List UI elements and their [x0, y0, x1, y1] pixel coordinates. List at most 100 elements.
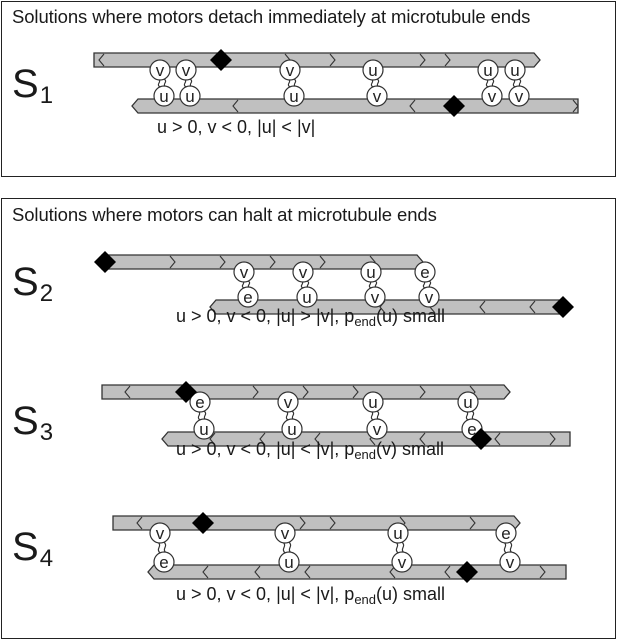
polarity-chevron — [319, 255, 326, 269]
condition-text: u > 0, v < 0, |u| < |v|, pend(v) small — [176, 439, 444, 462]
motor-pair: ue — [457, 391, 483, 440]
polarity-chevron — [209, 432, 216, 446]
motor-pair: uv — [387, 522, 413, 573]
motor-label-top: u — [483, 61, 492, 80]
motor-label-top: u — [368, 393, 377, 412]
motor-head-top — [274, 522, 296, 544]
condition-subscript: end — [354, 447, 376, 462]
motor-label-top: v — [156, 61, 165, 80]
motor-label-top: v — [182, 61, 191, 80]
motor-head-top — [362, 391, 384, 413]
polarity-chevron — [259, 432, 266, 446]
motor-pair: uv — [362, 391, 388, 440]
polarity-chevron — [549, 432, 556, 446]
motor-pair: vu — [279, 59, 305, 107]
motor-label-top: v — [156, 524, 165, 543]
polarity-chevron — [302, 385, 309, 399]
motor-label-top: v — [240, 263, 249, 282]
motor-label-bottom: u — [289, 87, 298, 106]
motor-head-top — [189, 391, 211, 413]
motor-head-top — [457, 391, 479, 413]
motor-label-bottom: e — [467, 420, 476, 439]
motor-head-top — [277, 391, 299, 413]
motor-head-bottom — [418, 286, 440, 308]
condition-text: u > 0, v < 0, |u| < |v| — [157, 117, 315, 137]
motor-label-top: u — [366, 263, 375, 282]
motor-head-bottom — [366, 418, 388, 440]
motor-head-bottom — [153, 551, 175, 573]
polarity-chevron — [469, 516, 476, 530]
motor-label-top: v — [281, 524, 290, 543]
motor-pair: vu — [149, 59, 175, 107]
motor-head-top — [175, 59, 197, 81]
endpoint-marker — [470, 428, 492, 450]
polarity-chevron — [254, 565, 261, 579]
solution-label: S3 — [12, 399, 53, 446]
solution-label-subscript: 4 — [40, 545, 53, 572]
polarity-chevron — [444, 565, 451, 579]
polarity-chevron — [539, 565, 546, 579]
polarity-chevron — [219, 255, 226, 269]
condition-text: u > 0, v < 0, |u| > |v|, pend(u) small — [176, 306, 445, 329]
solution-label-subscript: 2 — [40, 280, 53, 307]
endpoint-marker — [175, 381, 197, 403]
polarity-chevron — [299, 516, 306, 530]
motor-label-top: e — [501, 524, 510, 543]
endpoint-marker — [210, 49, 232, 71]
motor-label-top: v — [284, 393, 293, 412]
motor-pair: vu — [274, 522, 300, 573]
motor-head-top — [233, 261, 255, 283]
condition-main: u > 0, v < 0, |u| < |v| — [157, 117, 315, 137]
motor-pair: vu — [292, 261, 318, 308]
motor-head-top — [504, 59, 526, 81]
motor-head-bottom — [296, 286, 318, 308]
motor-label-top: e — [195, 393, 204, 412]
polarity-chevron — [329, 53, 336, 67]
motor-label-bottom: e — [159, 553, 168, 572]
condition-text: u > 0, v < 0, |u| < |v|, pend(u) small — [176, 584, 445, 607]
motor-head-bottom — [364, 286, 386, 308]
condition-p: p — [344, 439, 354, 459]
endpoint-marker — [192, 512, 214, 534]
panel-heading: Solutions where motors can halt at micro… — [12, 204, 437, 225]
motor-pair: uv — [362, 59, 388, 107]
motor-head-bottom — [237, 286, 259, 308]
motor-label-bottom: v — [373, 87, 382, 106]
polarity-chevron — [529, 300, 536, 314]
polarity-chevron — [169, 255, 176, 269]
motor-head-top — [387, 522, 409, 544]
motor-label-bottom: v — [488, 87, 497, 106]
condition-rest: (u) small — [376, 306, 445, 326]
motor-pair: ve — [233, 261, 259, 308]
motor-label-bottom: v — [515, 87, 524, 106]
condition-rest: (v) small — [376, 439, 444, 459]
microtubule-bottom — [131, 98, 579, 114]
motor-pair: ev — [414, 261, 440, 308]
motor-head-bottom — [153, 85, 175, 107]
solution-label: S4 — [12, 525, 53, 572]
polarity-chevron — [202, 565, 209, 579]
motor-label-bottom: u — [284, 553, 293, 572]
condition-subscript: end — [354, 592, 376, 607]
condition-main: u > 0, v < 0, |u| < |v|, — [176, 584, 344, 604]
microtubule-top — [93, 52, 541, 68]
endpoint-marker — [443, 95, 465, 117]
motor-label-bottom: v — [506, 553, 515, 572]
polarity-chevron — [419, 385, 426, 399]
motor-head-top — [360, 261, 382, 283]
motor-label-top: u — [510, 61, 519, 80]
motor-pair: vu — [277, 391, 303, 440]
polarity-chevron — [124, 385, 131, 399]
microtubule-top — [101, 384, 511, 400]
motor-pair: eu — [189, 391, 215, 440]
polarity-chevron — [314, 432, 321, 446]
condition-main: u > 0, v < 0, |u| > |v|, — [176, 306, 344, 326]
motor-head-top — [495, 522, 517, 544]
motor-head-bottom — [481, 85, 503, 107]
motor-head-bottom — [283, 85, 305, 107]
motor-label-bottom: v — [398, 553, 407, 572]
motor-head-top — [292, 261, 314, 283]
motor-head-bottom — [499, 551, 521, 573]
motor-label-bottom: u — [302, 288, 311, 307]
motor-head-bottom — [508, 85, 530, 107]
